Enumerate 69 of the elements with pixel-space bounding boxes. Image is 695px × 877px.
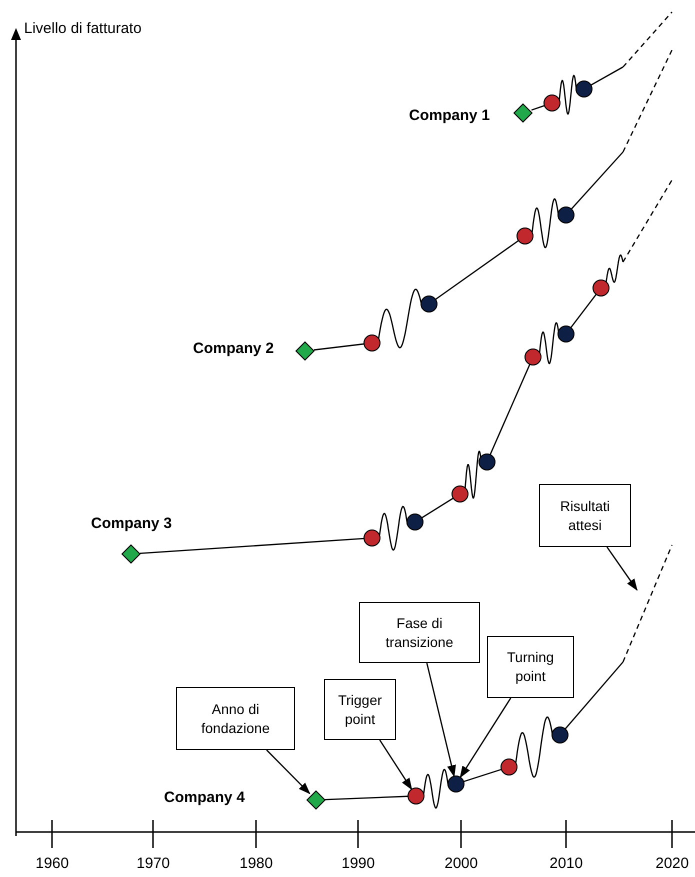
trend-line: [314, 343, 364, 351]
milestone-dot: [551, 726, 569, 744]
wavy-line: [538, 322, 560, 364]
milestone-dot: [557, 206, 575, 224]
callout-box: [176, 687, 295, 750]
callout-box: [359, 602, 480, 663]
wavy-line: [558, 74, 578, 115]
leader-arrow: [266, 750, 310, 794]
year-label: 2000: [444, 855, 478, 872]
trend-line: [324, 796, 408, 800]
founding-diamond: [296, 342, 314, 360]
company-label: Company 2: [193, 340, 274, 357]
year-label: 1970: [136, 855, 170, 872]
trend-line: [570, 152, 624, 210]
founding-diamond: [122, 545, 140, 563]
milestone-dot: [516, 227, 534, 245]
milestone-dot: [524, 348, 542, 366]
wavy-line: [378, 288, 424, 348]
milestone-dot: [575, 80, 593, 98]
milestone-dot: [406, 513, 424, 531]
trend-line: [463, 768, 502, 782]
wavy-line: [464, 450, 482, 499]
leader-arrow: [606, 546, 638, 591]
leader-arrow: [379, 740, 412, 790]
leader-arrow: [460, 698, 512, 778]
callout-text: Anno di fondazione: [200, 700, 271, 738]
leader-arrow: [426, 662, 456, 778]
callout-text: Fase di transizione: [384, 614, 454, 652]
milestone-dot: [478, 453, 496, 471]
founding-diamond: [514, 104, 532, 122]
wavy-line: [606, 254, 624, 283]
callout-text: Turning point: [506, 648, 555, 686]
milestone-dot: [420, 295, 438, 313]
year-label: 1960: [36, 855, 69, 872]
axis-title: Livello di fatturato: [24, 20, 142, 37]
trend-line: [590, 66, 624, 86]
company-label: Company 3: [91, 515, 172, 532]
year-label: 2010: [550, 855, 583, 872]
year-label: 1990: [342, 855, 375, 872]
trend-line: [531, 105, 545, 111]
callout-box: [539, 484, 631, 547]
milestone-dot: [363, 334, 381, 352]
wavy-line: [531, 198, 560, 248]
company-label: Company 4: [164, 789, 245, 806]
milestone-dot: [447, 775, 465, 793]
milestone-dot: [500, 758, 518, 776]
milestone-dot: [543, 94, 561, 112]
milestone-dot: [592, 279, 610, 297]
milestone-dot: [451, 485, 469, 503]
trend-line: [490, 364, 530, 455]
milestone-dot: [407, 787, 425, 805]
callout-text: Risultati attesi: [559, 496, 611, 534]
trend-line: [435, 240, 519, 300]
callout-text: Trigger point: [337, 690, 383, 728]
trend-line: [570, 294, 597, 328]
year-label: 1980: [240, 855, 273, 872]
trend-line: [140, 538, 364, 554]
company-label: Company 1: [409, 107, 490, 124]
callout-box: [487, 636, 574, 698]
wavy-line: [378, 506, 408, 551]
trend-line: [564, 662, 624, 730]
founding-diamond: [307, 791, 325, 809]
wavy-line: [515, 716, 554, 778]
year-label: 2020: [656, 855, 689, 872]
milestone-dot: [363, 529, 381, 547]
milestone-dot: [557, 325, 575, 343]
callout-box: [324, 679, 396, 740]
trend-line: [421, 498, 454, 518]
wavy-line: [423, 768, 449, 809]
